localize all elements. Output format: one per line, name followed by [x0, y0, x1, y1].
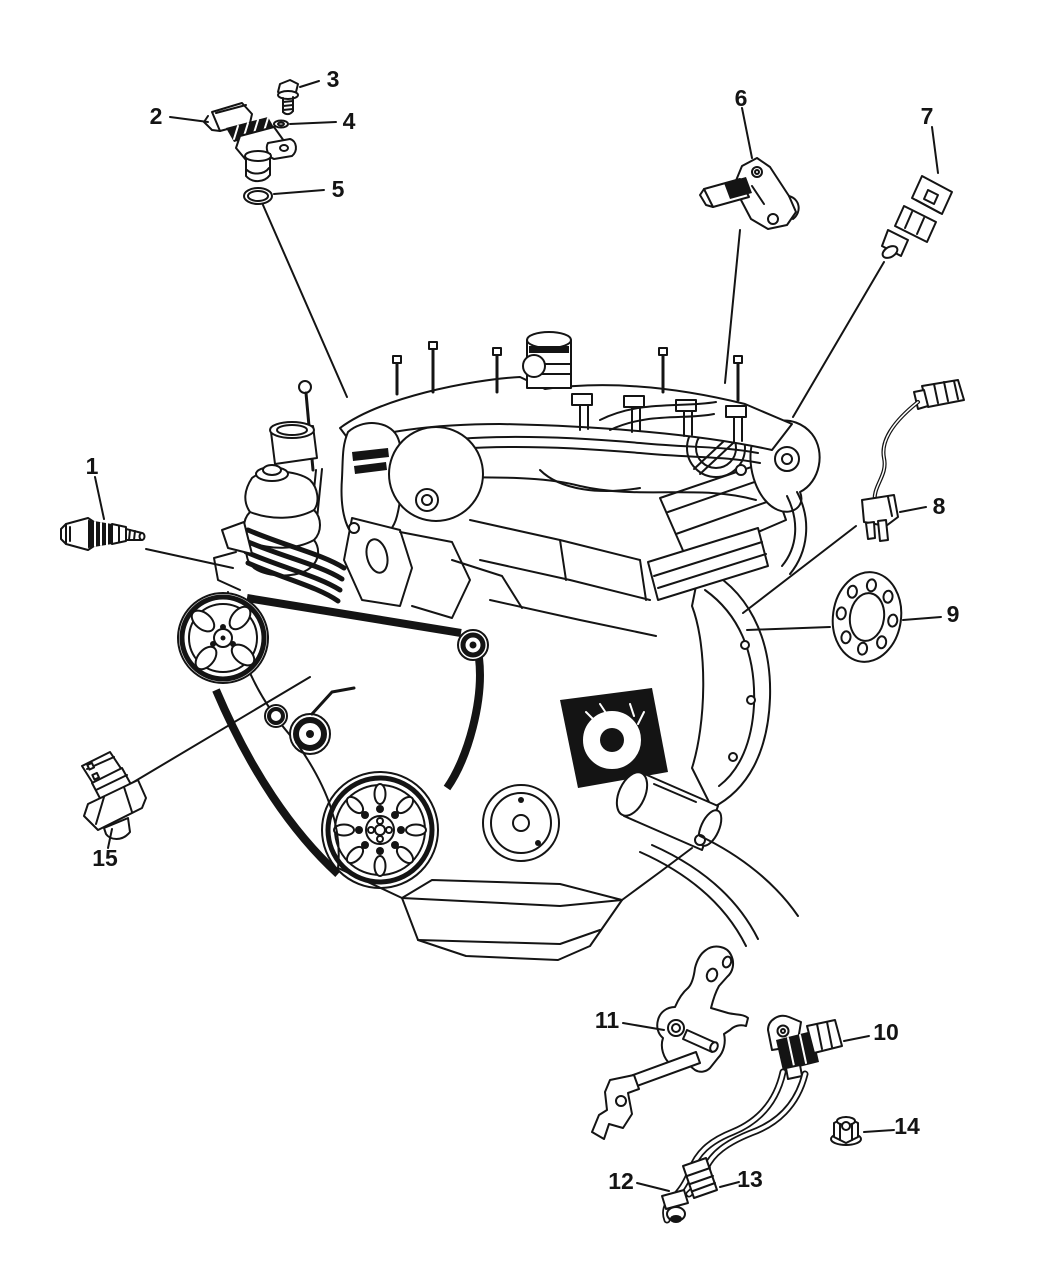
part-6-sensor-bracket [699, 157, 800, 230]
install-line-9 [746, 626, 831, 631]
tensioner-pulley [289, 686, 356, 755]
part-4-washer [273, 119, 289, 129]
mounting-studs [392, 341, 743, 402]
leader-line-7 [931, 126, 939, 174]
install-lines [131, 204, 885, 784]
install-line-6 [724, 229, 741, 384]
callout-label-2: 2 [150, 103, 163, 129]
part-12-tube-assembly [661, 1068, 809, 1224]
part-11-mounting-bracket [591, 945, 749, 1140]
callout-label-8: 8 [933, 493, 946, 519]
leader-line-5 [273, 189, 325, 195]
callout-label-7: 7 [921, 103, 934, 129]
callout-label-14: 14 [894, 1113, 920, 1139]
callout-label-6: 6 [735, 85, 748, 111]
install-line-7 [792, 261, 885, 418]
leader-line-15 [107, 828, 113, 849]
callout-label-11: 11 [595, 1007, 620, 1033]
part-3-bolt [277, 79, 299, 116]
valve-cover [339, 376, 793, 501]
install-line-1 [145, 548, 234, 569]
leader-line-2 [169, 116, 209, 123]
install-line-8 [742, 525, 857, 614]
install-line-15 [131, 676, 311, 784]
lower-hoses [599, 401, 799, 947]
leader-line-3 [299, 80, 320, 88]
leader-line-10 [843, 1035, 870, 1042]
crankshaft-pulley [321, 771, 439, 889]
leader-line-4 [289, 121, 337, 125]
timing-cover [340, 422, 523, 619]
part-13-tube-sleeve [682, 1157, 718, 1199]
callout-label-5: 5 [332, 176, 345, 202]
power-steering-pulley [177, 592, 269, 684]
part-1-sensor [60, 517, 146, 551]
callout-label-12: 12 [608, 1168, 634, 1194]
leader-line-6 [741, 107, 753, 159]
part-9-tone-ring [831, 571, 903, 663]
drive-belt [212, 594, 484, 877]
part-5-o-ring [243, 187, 273, 205]
part-8-sensor-harness [861, 379, 965, 542]
callout-label-4: 4 [343, 108, 356, 134]
ac-compressor-clutch [482, 784, 560, 862]
leader-line-9 [902, 616, 942, 621]
callout-label-3: 3 [327, 66, 340, 92]
part-14-nut [830, 1116, 862, 1146]
engine-illustration [177, 331, 821, 961]
leader-lines [94, 80, 942, 1192]
leader-line-11 [622, 1022, 665, 1031]
callout-label-1: 1 [86, 453, 99, 479]
block-detail-lines [469, 469, 657, 637]
reservoir-cap [522, 331, 572, 389]
leader-line-14 [863, 1129, 895, 1133]
callout-labels: 1 2 3 4 5 6 7 8 9 10 11 12 13 14 15 [86, 66, 960, 1194]
callout-label-9: 9 [947, 601, 960, 627]
starter-motor [615, 771, 723, 851]
alternator [560, 688, 668, 788]
leader-line-13 [719, 1181, 740, 1188]
idler-pulley [457, 629, 489, 661]
part-2-sensor [203, 102, 297, 183]
bell-housing [691, 565, 772, 809]
part-7-temperature-sensor [881, 175, 953, 259]
leader-line-12 [636, 1182, 670, 1192]
oil-pan [295, 741, 693, 961]
callout-label-13: 13 [737, 1166, 763, 1192]
part-10-sensor [767, 1014, 843, 1080]
install-line-5 [262, 204, 348, 398]
callout-label-15: 15 [92, 845, 118, 871]
leader-line-8 [899, 506, 927, 513]
leader-line-1 [94, 476, 105, 520]
aux-pulley [264, 704, 288, 728]
callout-label-10: 10 [873, 1019, 899, 1045]
part-15-sensor [81, 751, 147, 840]
